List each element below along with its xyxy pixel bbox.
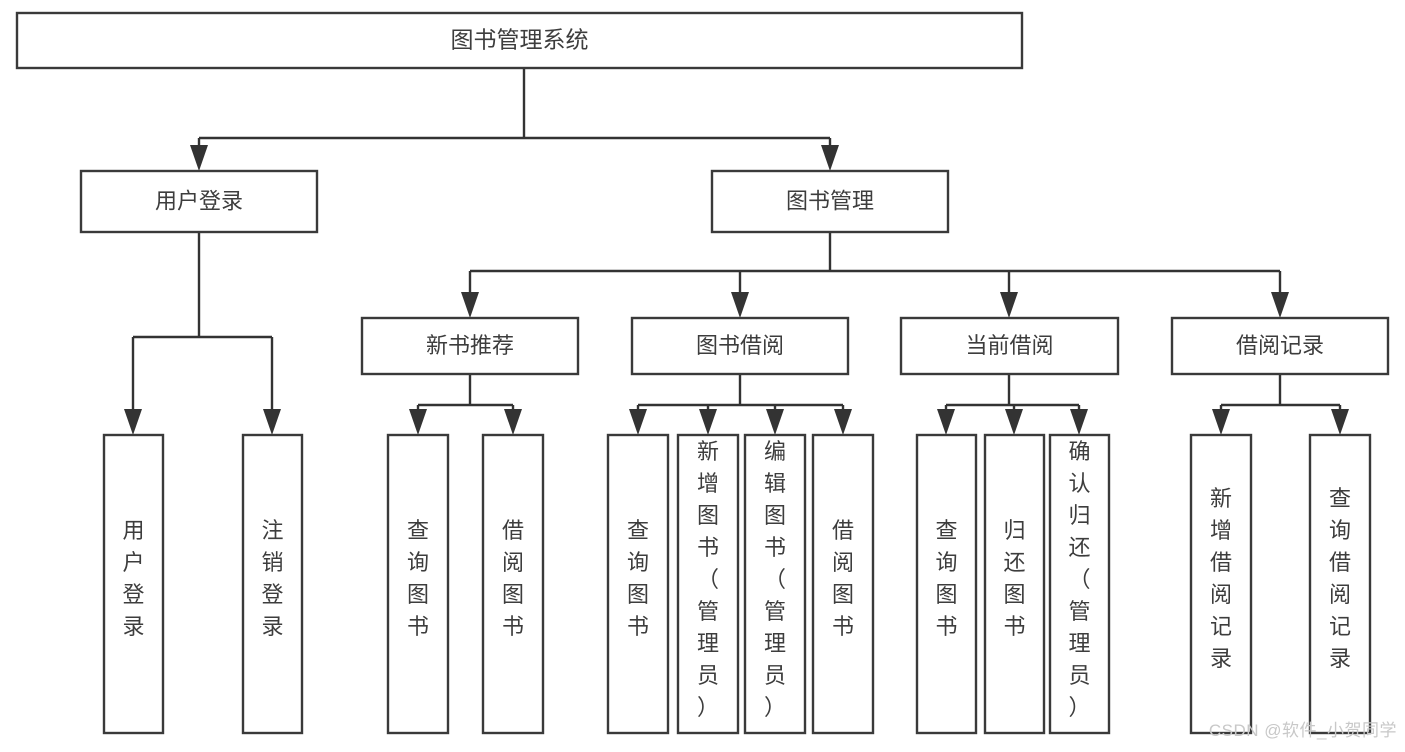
arrow-head-icon <box>1331 409 1349 435</box>
arrow-head-icon <box>504 409 522 435</box>
node-box[interactable] <box>899 316 1120 376</box>
node-label: 查询借阅记录 <box>1329 486 1351 671</box>
node-box[interactable] <box>811 433 875 735</box>
node-box[interactable] <box>743 433 807 735</box>
node-label: 用户登录 <box>155 188 243 213</box>
node-leaf-query-book-rec[interactable]: 查询图书 <box>386 433 450 735</box>
node-label: 当前借阅 <box>965 333 1053 358</box>
node-box[interactable] <box>481 433 545 735</box>
node-label: 借阅记录 <box>1236 333 1324 358</box>
node-label: 查询图书 <box>627 518 649 639</box>
node-label: 确认归还（管理员） <box>1068 439 1090 720</box>
connector-book-management-to-level3 <box>461 232 1289 318</box>
node-label: 图书管理系统 <box>451 27 589 53</box>
node-box[interactable] <box>915 433 978 735</box>
node-leaf-query-borrow-record[interactable]: 查询借阅记录 <box>1308 433 1372 735</box>
node-leaf-borrow-book-rec[interactable]: 借阅图书 <box>481 433 545 735</box>
node-box[interactable] <box>360 316 580 376</box>
node-label: 用户登录 <box>122 518 144 639</box>
node-root[interactable]: 图书管理系统 <box>15 11 1024 70</box>
arrow-head-icon <box>1070 409 1088 435</box>
node-label: 借阅图书 <box>832 518 854 639</box>
node-label: 图书借阅 <box>696 333 784 358</box>
node-box[interactable] <box>676 433 740 735</box>
node-leaf-edit-book-admin[interactable]: 编辑图书（管理员） <box>743 433 807 735</box>
node-label: 查询图书 <box>935 518 957 639</box>
node-box[interactable] <box>630 316 850 376</box>
arrow-head-icon <box>699 409 717 435</box>
arrow-head-icon <box>190 145 208 171</box>
arrow-head-icon <box>821 145 839 171</box>
arrow-head-icon <box>1271 292 1289 318</box>
node-label: 编辑图书（管理员） <box>764 439 786 720</box>
node-label: 图书管理 <box>786 188 874 213</box>
arrow-head-icon <box>937 409 955 435</box>
node-book-management[interactable]: 图书管理 <box>710 169 950 234</box>
node-leaf-return-book[interactable]: 归还图书 <box>983 433 1046 735</box>
node-leaf-confirm-return-admin[interactable]: 确认归还（管理员） <box>1048 433 1111 735</box>
node-borrow-record[interactable]: 借阅记录 <box>1170 316 1390 376</box>
node-box[interactable] <box>1170 316 1390 376</box>
node-label: 新增图书（管理员） <box>697 439 719 720</box>
node-current-borrow[interactable]: 当前借阅 <box>899 316 1120 376</box>
arrow-head-icon <box>263 409 281 435</box>
node-leaf-add-borrow-record[interactable]: 新增借阅记录 <box>1189 433 1253 735</box>
node-box[interactable] <box>102 433 165 735</box>
connector-book-borrow-to-leaves <box>629 374 852 435</box>
watermark-text: CSDN @软件_小贺同学 <box>1208 721 1397 740</box>
node-label: 新书推荐 <box>426 333 514 358</box>
node-leaf-user-login[interactable]: 用户登录 <box>102 433 165 735</box>
arrow-head-icon <box>124 409 142 435</box>
connector-borrow-record-to-leaves <box>1212 374 1349 435</box>
node-box[interactable] <box>386 433 450 735</box>
connector-user-login-to-leaves <box>124 232 281 435</box>
arrow-head-icon <box>834 409 852 435</box>
node-leaf-query-book-current[interactable]: 查询图书 <box>915 433 978 735</box>
arrow-head-icon <box>1212 409 1230 435</box>
node-new-book-recommend[interactable]: 新书推荐 <box>360 316 580 376</box>
node-book-borrow[interactable]: 图书借阅 <box>630 316 850 376</box>
node-box[interactable] <box>710 169 950 234</box>
node-box[interactable] <box>241 433 304 735</box>
node-box[interactable] <box>1189 433 1253 735</box>
arrow-head-icon <box>766 409 784 435</box>
node-box[interactable] <box>606 433 670 735</box>
connector-current-borrow-to-leaves <box>937 374 1088 435</box>
node-layer: 图书管理系统用户登录图书管理新书推荐图书借阅当前借阅借阅记录用户登录注销登录查询… <box>15 11 1390 735</box>
node-label: 注销登录 <box>261 518 283 639</box>
node-label: 归还图书 <box>1003 518 1025 639</box>
connector-layer <box>124 68 1349 435</box>
node-box[interactable] <box>1308 433 1372 735</box>
node-leaf-borrow-book[interactable]: 借阅图书 <box>811 433 875 735</box>
node-label: 借阅图书 <box>502 518 524 639</box>
node-leaf-logout[interactable]: 注销登录 <box>241 433 304 735</box>
node-box[interactable] <box>983 433 1046 735</box>
connector-root-to-level2 <box>190 68 839 171</box>
node-user-login[interactable]: 用户登录 <box>79 169 319 234</box>
arrow-head-icon <box>1005 409 1023 435</box>
connector-new-book-recommend-to-leaves <box>409 374 522 435</box>
arrow-head-icon <box>731 292 749 318</box>
node-box[interactable] <box>79 169 319 234</box>
arrow-head-icon <box>629 409 647 435</box>
arrow-head-icon <box>409 409 427 435</box>
node-label: 新增借阅记录 <box>1210 486 1232 671</box>
node-label: 查询图书 <box>407 518 429 639</box>
node-box[interactable] <box>15 11 1024 70</box>
node-box[interactable] <box>1048 433 1111 735</box>
arrow-head-icon <box>461 292 479 318</box>
node-leaf-query-book-borrow[interactable]: 查询图书 <box>606 433 670 735</box>
arrow-head-icon <box>1000 292 1018 318</box>
node-leaf-add-book-admin[interactable]: 新增图书（管理员） <box>676 433 740 735</box>
